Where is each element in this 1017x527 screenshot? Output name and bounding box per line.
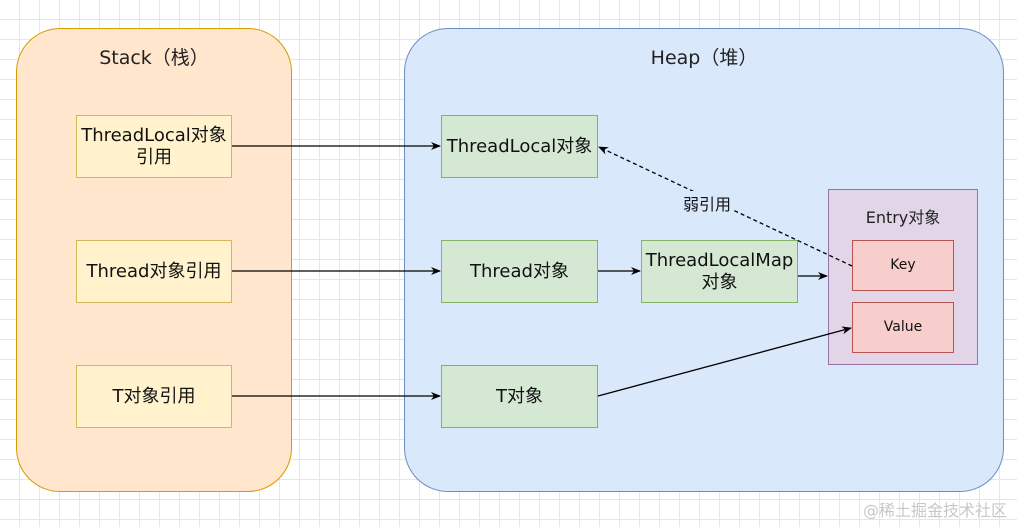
threadlocalmap-object-box[interactable]: ThreadLocalMap 对象 [641,240,798,303]
entry-title: Entry对象 [865,208,941,227]
arrow-t-to-value [597,326,852,397]
heap-title: Heap（堆） [650,47,758,69]
arrow-weak-reference [598,146,853,267]
threadlocal-ref-box[interactable]: ThreadLocal对象 引用 [76,115,232,178]
threadlocal-object-box[interactable]: ThreadLocal对象 [441,115,598,178]
weak-reference-label: 弱引用 [681,191,734,215]
thread-object-box[interactable]: Thread对象 [441,240,598,303]
entry-value-box[interactable]: Value [852,302,954,353]
thread-ref-box[interactable]: Thread对象引用 [76,240,232,303]
entry-key-box[interactable]: Key [852,240,954,291]
t-ref-box[interactable]: T对象引用 [76,365,232,428]
watermark: @稀土掘金技术社区 [862,501,1007,520]
stack-title: Stack（栈） [99,47,209,69]
t-object-box[interactable]: T对象 [441,365,598,428]
